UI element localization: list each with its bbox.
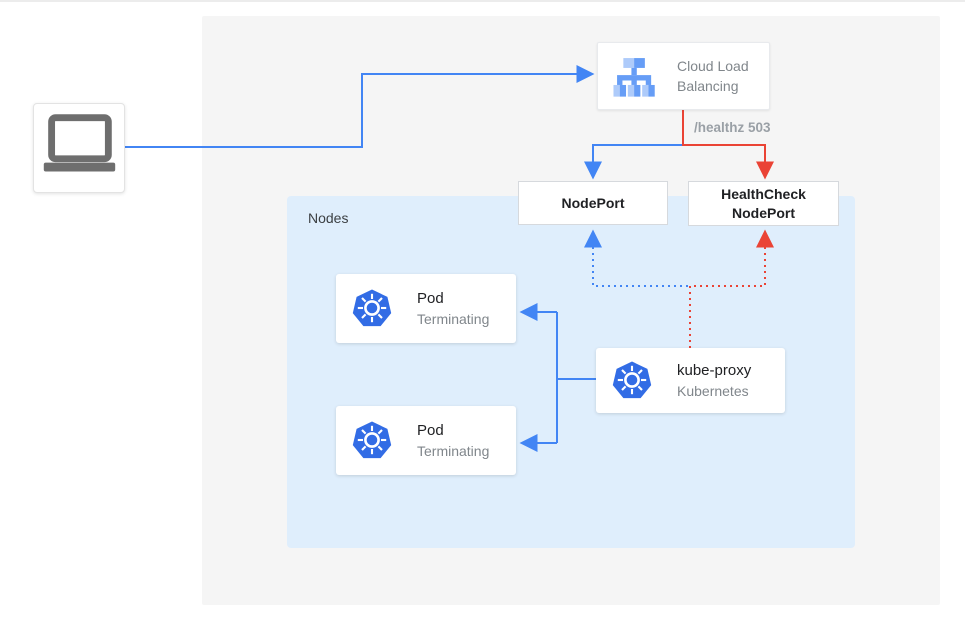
pod1-title: Pod — [417, 290, 444, 307]
pod1-card: Pod Terminating — [336, 274, 516, 343]
cloud-load-balancing-card: Cloud Load Balancing — [597, 42, 770, 110]
cloud-load-balancing-label: Cloud Load Balancing — [677, 58, 749, 94]
kube-proxy-title: kube-proxy — [677, 362, 752, 379]
pod1-text: Pod Terminating — [417, 288, 489, 329]
pod1-status: Terminating — [417, 311, 490, 327]
pod2-text: Pod Terminating — [417, 420, 489, 461]
healthcheck-label-line1: HealthCheck — [721, 185, 806, 202]
load-balancer-icon — [613, 58, 655, 97]
pod2-title: Pod — [417, 422, 444, 439]
kubernetes-icon — [352, 421, 392, 458]
healthcheck-label-line2: NodePort — [732, 204, 795, 221]
client-card — [33, 103, 125, 193]
kube-proxy-subtitle: Kubernetes — [677, 383, 749, 399]
pod2-card: Pod Terminating — [336, 406, 516, 475]
nodes-group-label: Nodes — [308, 210, 349, 226]
laptop-icon — [43, 114, 116, 172]
healthz-503-label: /healthz 503 — [694, 120, 771, 135]
kubernetes-icon — [352, 289, 392, 326]
kube-proxy-card: kube-proxy Kubernetes — [596, 348, 785, 413]
nodeport-box: NodePort — [518, 181, 668, 225]
pod2-status: Terminating — [417, 443, 490, 459]
page-top-border — [0, 0, 965, 2]
healthcheck-nodeport-box: HealthCheck NodePort — [688, 181, 839, 226]
nodeport-label: NodePort — [561, 194, 625, 211]
kubernetes-icon — [612, 361, 652, 398]
kube-proxy-text: kube-proxy Kubernetes — [677, 360, 751, 401]
